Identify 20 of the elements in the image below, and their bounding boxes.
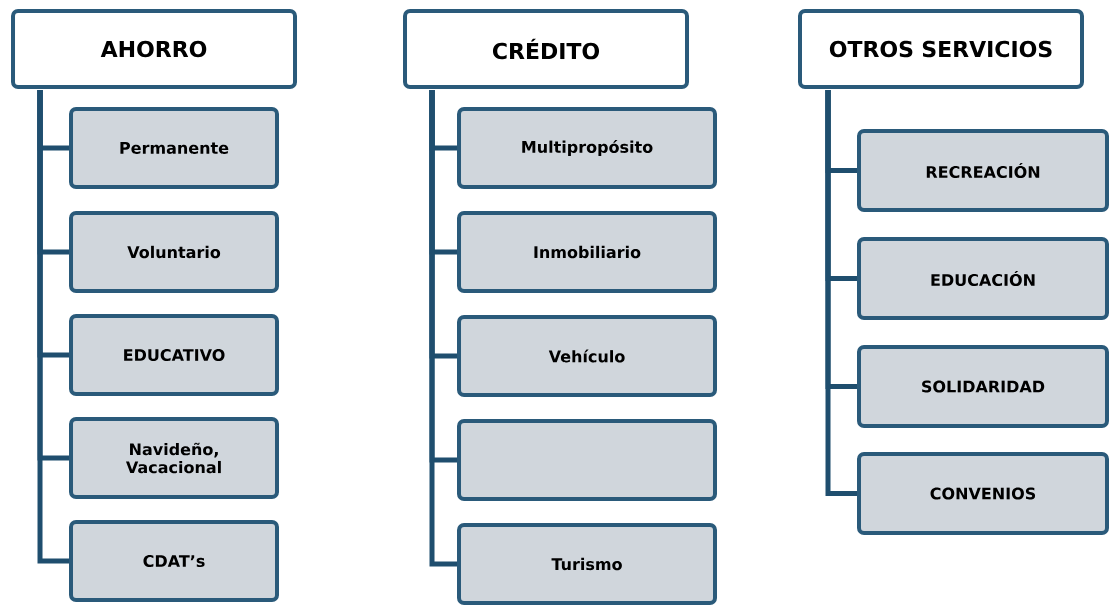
item-box: RECREACIÓN [857, 129, 1109, 212]
category-box: OTROS SERVICIOS [798, 9, 1084, 89]
connector [825, 90, 857, 496]
item-box: CDAT’s [69, 520, 279, 602]
connector [37, 90, 69, 564]
item-box: EDUCACIÓN [857, 237, 1109, 320]
item-box: CONVENIOS [857, 452, 1109, 535]
item-box: Navideño, Vacacional [69, 417, 279, 499]
item-box: EDUCATIVO [69, 314, 279, 396]
item-box: Turismo [457, 523, 717, 605]
item-box: Voluntario [69, 211, 279, 293]
item-box: Vehículo [457, 315, 717, 397]
category-box: CRÉDITO [403, 9, 689, 89]
connector [429, 90, 457, 567]
item-box: Inmobiliario [457, 211, 717, 293]
item-box: Permanente [69, 107, 279, 189]
item-box: SOLIDARIDAD [857, 345, 1109, 428]
item-box [457, 419, 717, 501]
item-box: Multipropósito [457, 107, 717, 189]
category-box: AHORRO [11, 9, 297, 89]
